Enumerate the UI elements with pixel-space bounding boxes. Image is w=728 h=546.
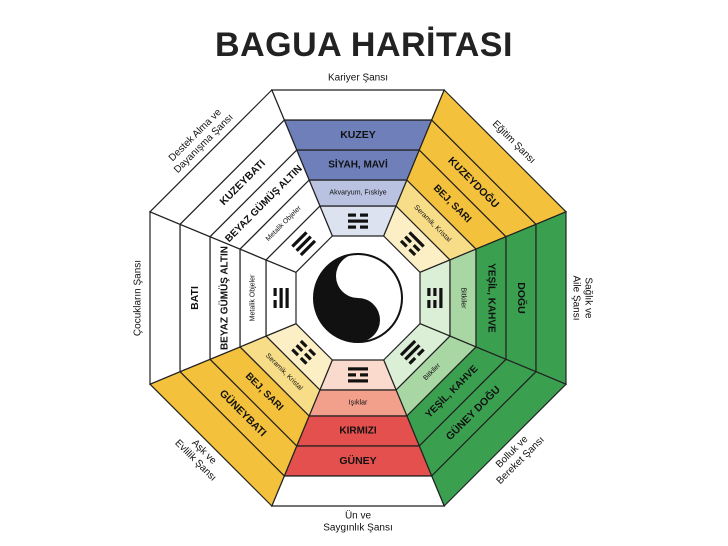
sector-south-objects: Işıklar [349,400,368,407]
sector-west-objects: Metalik Objeler [250,274,257,321]
trigram-line-broken [295,344,304,353]
trigram-line [291,231,308,248]
trigram-line-broken [348,373,356,377]
trigram-line [285,288,289,308]
trigram-line-broken [360,225,368,229]
trigram-line-broken [404,235,413,244]
trigram-line-broken [416,348,425,357]
trigram-line-broken [399,239,408,248]
trigram-line-broken [303,352,312,361]
yin-dot [352,314,364,326]
sector-west-ring-5 [149,210,181,386]
page-title: BAGUA HARİTASI [215,26,513,64]
trigram-line-broken [273,300,277,308]
trigram-southwest-icon [291,339,317,365]
trigram-line-broken [308,348,317,357]
trigram-line [295,235,312,252]
sector-north-aspiration: Kariyer Şansı [328,73,388,84]
sector-east-ring-5 [535,210,567,386]
trigram-line [439,288,443,308]
trigram-south-icon [348,367,368,383]
sector-south-ring-1 [319,359,397,391]
trigram-line-broken [291,348,300,357]
trigram-line-broken [273,288,277,296]
sector-north-direction: KUZEY [340,129,376,141]
trigram-north-icon [348,213,368,229]
trigram-line [348,367,368,371]
sector-east-objects: Bitkiler [460,287,467,309]
trigram-line-broken [433,300,437,308]
trigram-line-broken [408,248,417,257]
trigram-layer [273,213,443,383]
trigram-southeast-icon [399,339,425,365]
sector-east-aspiration-line-2: Aile Şansı [571,275,582,320]
trigram-line [408,231,425,248]
trigram-line [404,344,421,361]
trigram-line-broken [299,339,308,348]
sector-north-ring-5 [270,89,446,121]
trigram-line-broken [360,373,368,377]
trigram-line [348,219,368,223]
trigram-line-broken [427,288,431,296]
sector-south-colors: KIRMIZI [339,426,376,437]
yang-dot [352,270,364,282]
trigram-line-broken [299,356,308,365]
trigram-northeast-icon [399,231,425,257]
sector-north-objects: Akvaryum, Fıskiye [329,190,386,197]
sector-south-ring-5 [270,475,446,507]
trigram-northwest-icon [291,231,317,257]
trigram-line-broken [348,225,356,229]
trigram-line-broken [427,300,431,308]
trigram-line [399,339,417,357]
trigram-line-broken [348,213,356,217]
sector-east-colors: YEŞİL, KAHVE [486,263,499,333]
trigram-line [348,379,368,383]
sector-south-aspiration-line-1: Ün ve [345,510,372,522]
trigram-line-broken [412,243,421,252]
sector-east-aspiration-line-1: Sağlık ve [583,277,594,319]
trigram-line-broken [433,288,437,296]
trigram-line [299,239,317,257]
trigram-line-broken [408,356,417,365]
sector-west-direction: BATI [189,286,201,310]
sector-northwest-ring-5 [148,88,286,226]
sector-west-colors: BEYAZ GÜMÜŞ ALTIN [218,246,231,350]
sector-north-colors: SİYAH, MAVİ [328,158,388,171]
sector-layer [148,88,568,508]
yin-yang-icon [313,253,403,343]
trigram-east-icon [427,288,443,308]
sector-east-direction: DOĞU [515,282,528,314]
trigram-line-broken [360,213,368,217]
trigram-west-icon [273,288,289,308]
trigram-line [279,288,283,308]
sector-south-direction: GÜNEY [339,454,376,467]
sector-east-ring-1 [419,259,451,337]
sector-south-aspiration-line-2: Saygınlık Şansı [323,523,392,534]
sector-west-aspiration: Çocukların Şansı [133,260,144,336]
